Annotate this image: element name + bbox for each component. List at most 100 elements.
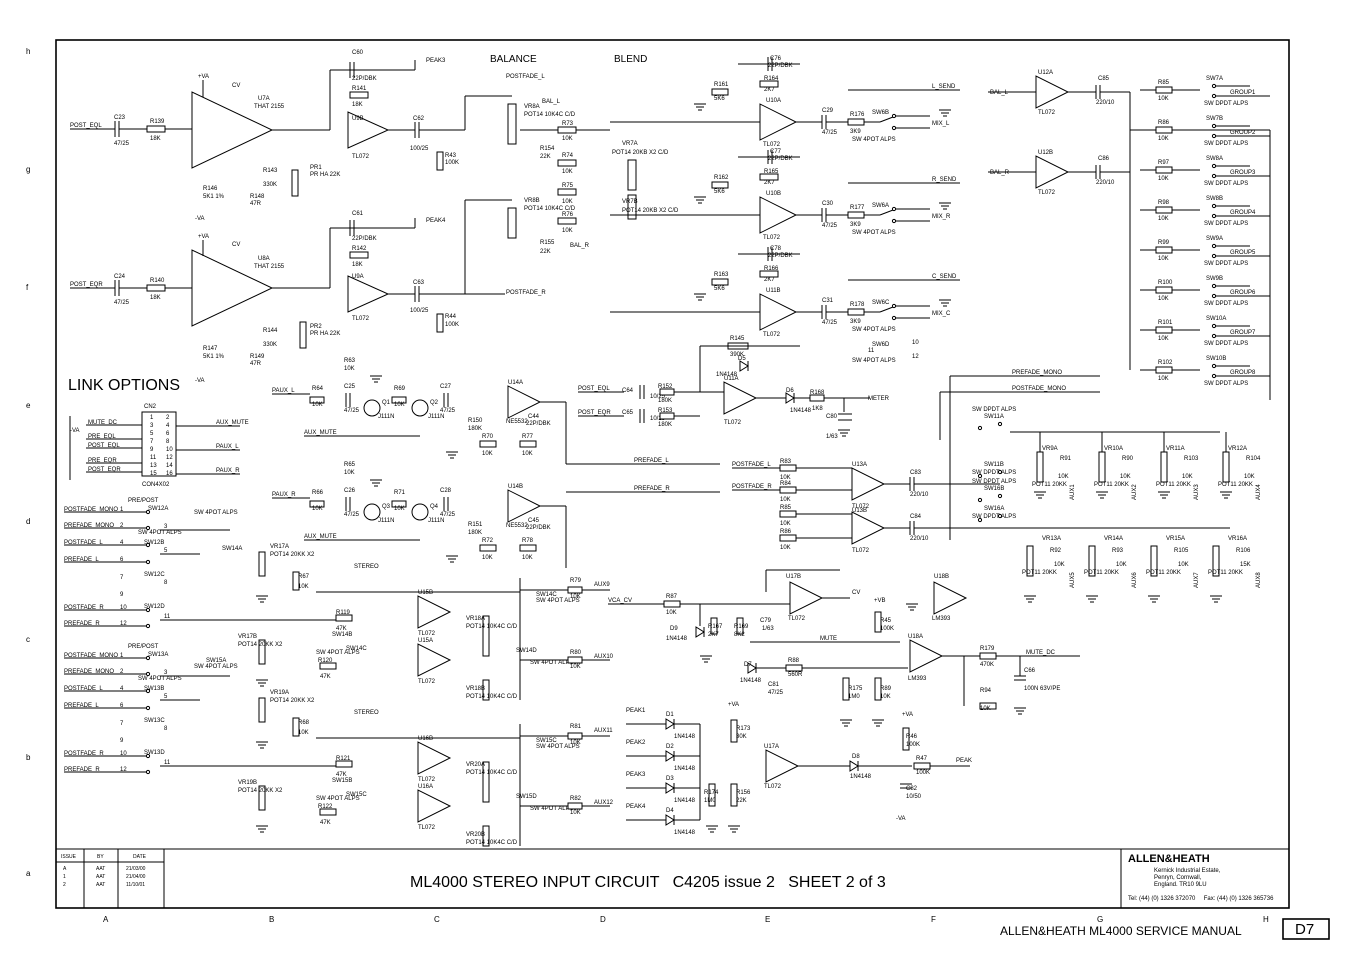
auxst-2-pin-11: 11	[164, 760, 171, 766]
send-1-send-net: L_SEND	[932, 84, 956, 90]
u7a-label: U7A	[258, 96, 270, 102]
auxst-1-in-2: PREFADE_MONO	[64, 523, 114, 529]
auxst-1-r120: R120	[318, 658, 333, 664]
grid-row-c: c	[26, 635, 30, 644]
pr2-label: PR2	[310, 324, 322, 330]
cn2-out-aux-mute: AUX_MUTE	[216, 420, 249, 426]
send-2-rf-label: R165	[764, 169, 779, 175]
auxst-1-r-out1: R79	[570, 578, 582, 584]
send-2-sw-part: SW 4POT ALPS	[852, 230, 896, 236]
group-4-sw-part: SW DPDT ALPS	[1204, 221, 1248, 227]
va-rail-2: +VA	[198, 234, 209, 240]
pfm-pot-bot-1-aux: AUX5	[1070, 572, 1076, 588]
pfm-c83: C83	[910, 470, 922, 476]
peak-d4-v: 1N4148	[674, 830, 696, 836]
paux-l-rc: R150	[468, 418, 483, 424]
group-4-res-value: 10K	[1158, 216, 1169, 222]
group-3-res-value: 10K	[1158, 176, 1169, 182]
auxst-1-in-5: POSTFADE_R	[64, 605, 104, 611]
vca-u17b-part: TL072	[788, 616, 806, 622]
pfm-pot-top-4-aux: AUX4	[1256, 484, 1262, 500]
title-block: ISSUE BY DATE A AAT 21/03/00 1 AAT 21/04…	[55, 848, 1290, 909]
auxst-1-sw-main: SW14A	[222, 546, 242, 552]
grid-col-h: H	[1263, 915, 1269, 924]
peak-ic-part: TL072	[764, 784, 782, 790]
vca-r94-v: 10K	[980, 706, 991, 712]
peak-in-4: PEAK4	[626, 804, 646, 810]
auxst-1-sw-d: SW12D	[144, 604, 165, 610]
r143-label: R143	[263, 168, 278, 174]
pfm-net-postfade-mono: POSTFADE_MONO	[1012, 386, 1066, 392]
pfm-c84v: 220/10	[910, 536, 929, 542]
r148-value: 47R	[250, 201, 262, 207]
pr1-label: PR1	[310, 165, 322, 171]
pfm-c84: C84	[910, 514, 922, 520]
auxst-2-sw-d2-part: SW 4POT ALPS	[530, 806, 574, 812]
paux-l-c1v: 47/25	[344, 408, 360, 414]
auxst-1-pin-10: 10	[120, 605, 127, 611]
paux-l-r3: R69	[394, 386, 406, 392]
postfade-l-net: POSTFADE_L	[506, 74, 545, 80]
paux-l-c2: C27	[440, 384, 452, 390]
cn2-pin-right-6: 12	[166, 455, 173, 461]
meter-out: METER	[868, 396, 890, 402]
send-3-rf-value: 2K7	[764, 277, 775, 283]
cn2-rail-neg-va: -VA	[70, 428, 80, 434]
cn2-pin-left-1: 1	[150, 415, 154, 421]
send-2-cout-label: C30	[822, 201, 834, 207]
r146-value: 5K1 1%	[203, 194, 225, 200]
auxst-1-pin-6: 6	[120, 557, 124, 563]
meter-c80: C80	[826, 414, 838, 420]
auxst-2-pin-6: 6	[120, 703, 124, 709]
paux-r-r3v: 10K	[394, 506, 405, 512]
vca-d9-v: 1N4148	[666, 636, 688, 642]
send-2-mix-net: MIX_R	[932, 214, 951, 220]
group-7-sw-part: SW DPDT ALPS	[1204, 341, 1248, 347]
paux-r-cfv: 22P/DBK	[526, 525, 551, 531]
u8a-label: U8A	[258, 256, 270, 262]
vca-mute: MUTE	[820, 636, 837, 642]
pfm-pot-bot-1-part: POT11 20KK	[1022, 570, 1057, 576]
paux-l-pref: PREFADE_L	[634, 458, 669, 464]
peak-out: PEAK	[956, 758, 972, 764]
paux-r-ra: R72	[482, 538, 494, 544]
r144-value: 330K	[263, 342, 277, 348]
grid-col-c: C	[434, 915, 440, 924]
auxst-1-vr-d: VR18B	[466, 686, 485, 692]
u9b-label: U9B	[352, 116, 364, 122]
send-2-rin-value: 5K6	[714, 189, 725, 195]
paux-l-c1: C25	[344, 384, 356, 390]
vca-r179: R179	[980, 646, 995, 652]
issue-table: ISSUE BY DATE A AAT 21/03/00 1 AAT 21/04…	[61, 854, 147, 888]
peak4-net: PEAK4	[426, 218, 446, 224]
auxst-2-sw-a: SW13A	[148, 652, 168, 658]
group-3-res: R97	[1158, 160, 1170, 166]
group-7-out: GROUP7	[1230, 330, 1256, 336]
group-1-out: GROUP1	[1230, 90, 1256, 96]
r76-label: R76	[562, 212, 574, 218]
auxst-2-sw-d: SW13D	[144, 750, 165, 756]
send-3-rf-label: R166	[764, 266, 779, 272]
r154-value: 22K	[540, 154, 551, 160]
auxst-1-in-6: PREFADE_R	[64, 621, 100, 627]
auxst-2-pin-1: 1	[120, 653, 124, 659]
pfm-net-prefade-mono: PREFADE_MONO	[1012, 370, 1062, 376]
grid-row-b: b	[26, 753, 31, 762]
r140-value: 18K	[150, 295, 161, 301]
auxst-2-sw-d2: SW15D	[516, 794, 537, 800]
pfm-sw-3: SW16B	[984, 486, 1004, 492]
vca-r89: R89	[880, 686, 892, 692]
group-1-res: R85	[1158, 80, 1170, 86]
meter-r152: R152	[658, 384, 673, 390]
peak-d3: D3	[666, 776, 674, 782]
r149-label: R149	[250, 354, 265, 360]
grid-col-a: A	[103, 915, 109, 924]
link-options-connector: CN213579111315246810121416CON4X02-VAMUTE…	[69, 404, 249, 488]
c62-value: 100/25	[410, 146, 429, 152]
auxst-2-pin-4: 4	[120, 686, 124, 692]
meter-c64: C64	[622, 388, 634, 394]
auxst-2-pin-7: 7	[120, 721, 124, 727]
auxst-1-r-out1-v: 10K	[570, 594, 581, 600]
pfm-pot-bot-4-aux: AUX8	[1256, 572, 1262, 588]
auxst-1-ic-a-part: TL072	[418, 631, 436, 637]
